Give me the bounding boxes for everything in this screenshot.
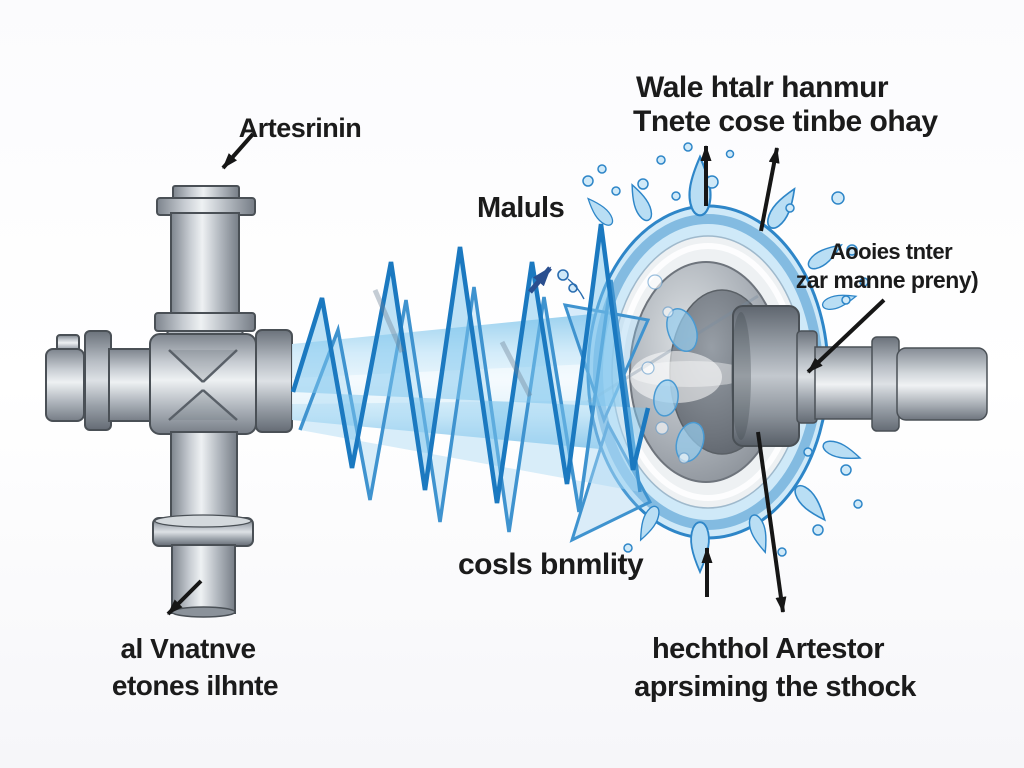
shaft-label-arrow-icon (806, 298, 886, 374)
cross-bevel-lines (168, 349, 238, 421)
wave-top-label-line1: Wale htalr hanmur (636, 71, 889, 104)
wave-mid-label: Maluls (477, 192, 564, 224)
piston-step-disc (796, 330, 818, 424)
inner-water-blobs (653, 308, 705, 463)
left-pipe-section (108, 348, 155, 422)
component-label: Artesrinin (239, 113, 362, 143)
impact-beam (630, 361, 750, 387)
shock-wave-zigzag (290, 223, 653, 543)
piston-shaft (731, 305, 988, 447)
arrestor-label-arrow-icon (756, 431, 787, 613)
pipe-bottom-face (171, 606, 236, 618)
shaft-label-line2: zar manne preny) (796, 267, 978, 293)
collar-top-face (154, 514, 252, 528)
right-flange-ring (255, 329, 293, 433)
left-end-cap (45, 348, 85, 422)
wave-top-label-line2: Tnete cose tinbe ohay (633, 105, 938, 138)
wave-bottom-label: cosls bnmlity (458, 548, 644, 581)
pipe-bottom-label-line2: etones ilhnte (112, 670, 278, 701)
shaft-label-line1: Aooies tnter (830, 239, 953, 264)
pipe-bottom-arrow-icon (166, 579, 203, 616)
zigzag-front (290, 223, 651, 504)
overlap-triangle-lower (569, 420, 653, 543)
pipe-upper (170, 212, 240, 316)
wave-droplets (557, 269, 585, 300)
annotation-arrows (166, 132, 886, 616)
wave-direction-arrow-icon (528, 266, 552, 294)
pipe-cross-fitting (45, 185, 293, 618)
wave-reflection-streaks (372, 289, 533, 398)
shaft-section-1 (814, 346, 876, 420)
pipe-collar-upper (154, 312, 256, 332)
labels: Artesrinin Wale htalr hanmur Tnete cose … (112, 71, 979, 703)
pipe-lower (170, 431, 238, 521)
piston-face-shade (731, 312, 751, 440)
pipe-bottom-label-line1: al Vnatnve (120, 633, 255, 664)
arrestor-label-line1: hechthol Artestor (652, 633, 884, 665)
shaft-collar (871, 336, 900, 432)
zigzag-back (298, 279, 642, 533)
shaft-section-2 (896, 347, 988, 421)
left-flange-ring (84, 330, 112, 431)
splash-droplets (582, 142, 869, 557)
splash-up-arrow-right-icon (759, 147, 780, 232)
component-label-arrow-icon (221, 132, 255, 170)
inner-bubbles (641, 274, 690, 464)
arrestor-label-line2: aprsiming the sthock (634, 671, 917, 703)
